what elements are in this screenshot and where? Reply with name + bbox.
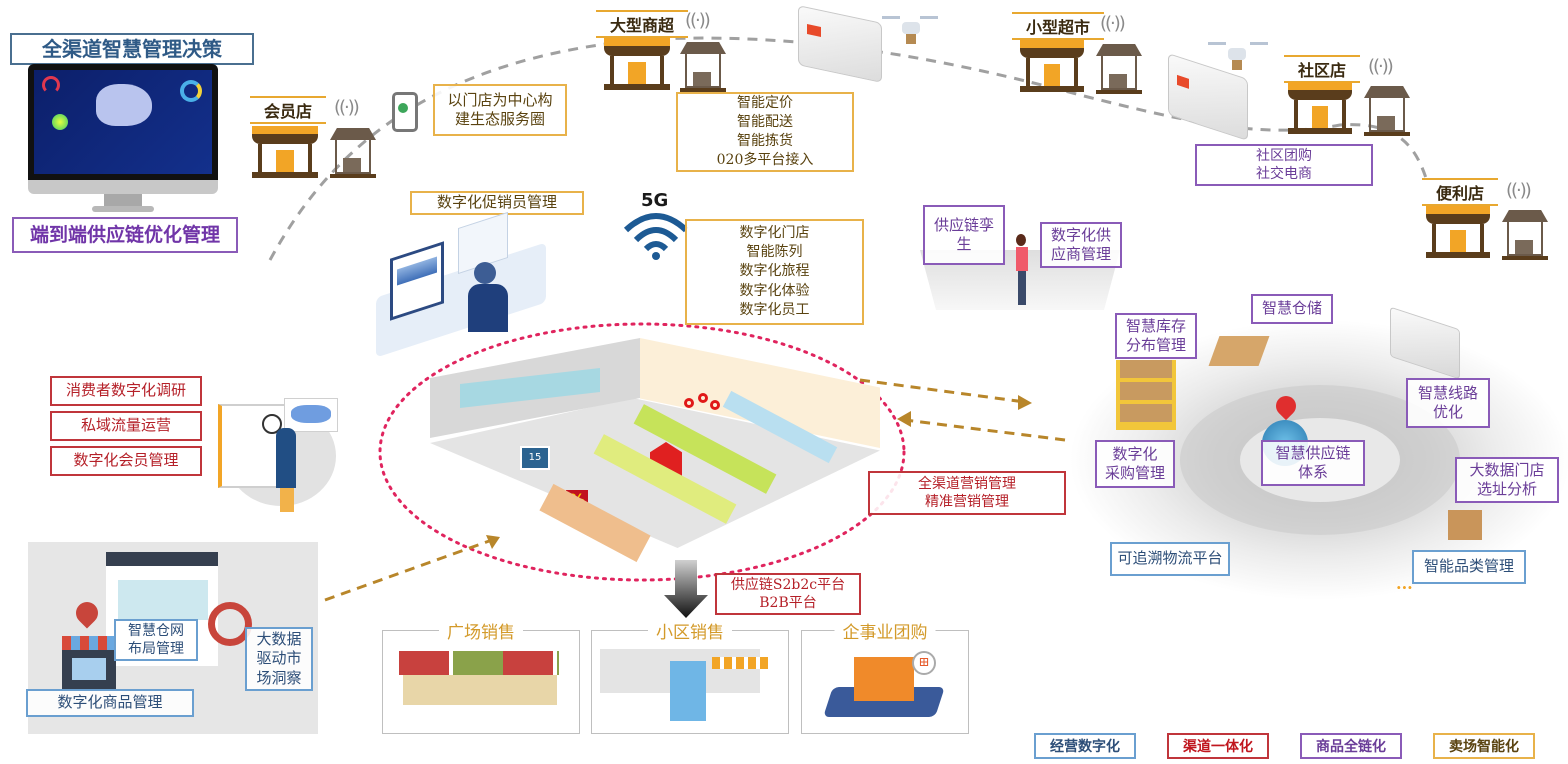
china-map-icon (96, 84, 152, 126)
community-features: 社区团购 社交电商 (1195, 144, 1373, 186)
wireless-signal-icon: ((·)) (1368, 56, 1394, 77)
wireless-signal-icon: ((·)) (1100, 13, 1126, 34)
warehouse-icon (680, 42, 726, 92)
storefront-icon (252, 126, 318, 178)
store-digital-features: 数字化门店 智能陈列 数字化旅程 数字化体验 数字化员工 (685, 219, 864, 325)
store-tag-member: 会员店 (250, 96, 327, 124)
smart-store-illustration: % 15 (430, 338, 880, 573)
sales-channel-title: 企事业团购 (834, 618, 936, 643)
storefront-icon (1426, 206, 1490, 258)
shelf-boxes-illustration (1116, 360, 1176, 430)
store-focus-ellipse (378, 322, 906, 582)
decision-title: 全渠道智慧管理决策 (10, 33, 254, 65)
supply-chain-opt-title: 端到端供应链优化管理 (12, 217, 238, 253)
store-name: 社区店 (1298, 61, 1347, 80)
store-name: 便利店 (1436, 184, 1485, 203)
traceable-logistics-label: 可追溯物流平台 (1110, 542, 1230, 576)
hypermarket-features: 智能定价 智能配送 智能拣货 020多平台接入 (676, 92, 854, 172)
promoter-mgmt-label: 数字化促销员管理 (410, 191, 584, 215)
store-tag-community: 社区店 (1284, 55, 1361, 83)
drone-icon (1206, 34, 1270, 78)
promoter-workstation-illustration (376, 211, 546, 358)
package-box-icon (1448, 510, 1482, 540)
drone-icon (880, 8, 940, 48)
sales-channel-title: 广场销售 (439, 618, 523, 643)
more-ellipsis: ... (1396, 574, 1413, 593)
smart-supply-system-label: 智慧供应链 体系 (1261, 440, 1365, 486)
supplier-mgmt-label: 数字化供 应商管理 (1040, 222, 1122, 268)
store-name: 大型商超 (610, 16, 675, 35)
wireless-signal-icon: ((·)) (685, 10, 711, 31)
warehouse-icon (1096, 44, 1142, 94)
legend-label: 卖场智能化 (1449, 739, 1519, 755)
wireless-signal-icon: ((·)) (1506, 180, 1532, 201)
big-data-insight-label: 大数据 驱动市 场洞察 (245, 627, 313, 691)
shopping-cart-icon: ⊞ (912, 651, 936, 675)
warehouse-layout-label: 智慧仓网 布局管理 (114, 619, 198, 661)
private-traffic-label: 私域流量运营 (50, 411, 202, 441)
storefront-icon (1020, 40, 1084, 92)
consumer-research-label: 消费者数字化调研 (50, 376, 202, 406)
site-selection-label: 大数据门店 选址分析 (1455, 457, 1559, 503)
storefront-icon (604, 38, 670, 90)
location-pin-icon (71, 597, 103, 629)
5g-wifi-icon (623, 213, 689, 260)
person-figure (1016, 234, 1030, 308)
legend-label: 渠道一体化 (1183, 739, 1253, 755)
route-opt-label: 智慧线路 优化 (1406, 378, 1490, 428)
price-screen-icon: 15 (520, 446, 550, 470)
warehouse-icon (1502, 210, 1548, 260)
digital-member-label: 数字化会员管理 (50, 446, 202, 476)
down-arrow-icon (664, 560, 708, 618)
legend-item-products: 商品全链化 (1300, 733, 1402, 759)
warehousing-label: 智慧仓储 (1251, 294, 1333, 324)
legend-label: 经营数字化 (1050, 739, 1120, 755)
procurement-label: 数字化 采购管理 (1095, 440, 1175, 488)
sales-channel-residential: 小区销售 (591, 618, 789, 734)
storefront-icon (1288, 82, 1352, 134)
legend-label: 商品全链化 (1316, 739, 1386, 755)
smartphone-icon (392, 92, 418, 132)
platform-labels: 供应链S2b2c平台 B2B平台 (715, 573, 861, 615)
sales-channel-title: 小区销售 (648, 618, 732, 643)
store-tag-convenience: 便利店 (1422, 178, 1499, 206)
store-tag-minimarket: 小型超市 (1012, 12, 1105, 40)
store-tag-hypermarket: 大型商超 (596, 10, 689, 38)
legend-item-channels: 渠道一体化 (1167, 733, 1269, 759)
sales-channel-plaza: 广场销售 (382, 618, 580, 734)
dashboard-monitor (28, 64, 218, 180)
digital-product-label: 数字化商品管理 (26, 689, 194, 717)
5g-badge: 5G (641, 190, 669, 211)
inventory-label: 智慧库存 分布管理 (1115, 313, 1197, 359)
legend-item-stores: 卖场智能化 (1433, 733, 1535, 759)
legend-item-operations: 经营数字化 (1034, 733, 1136, 759)
store-name: 小型超市 (1026, 18, 1091, 37)
marketing-labels: 全渠道营销管理 精准营销管理 (868, 471, 1066, 515)
warehouse-icon (330, 128, 376, 178)
category-mgmt-label: 智能品类管理 (1412, 550, 1526, 584)
sales-channel-group-buy: 企事业团购 ⊞ (801, 618, 969, 734)
magnifier-icon (208, 602, 252, 646)
store-name: 会员店 (264, 102, 313, 121)
consumer-analytics-illustration (214, 392, 340, 518)
supply-chain-twin-label: 供应链孪 生 (923, 205, 1005, 265)
wireless-signal-icon: ((·)) (334, 97, 360, 118)
warehouse-icon (1364, 86, 1410, 136)
ecosystem-label: 以门店为中心构 建生态服务圈 (433, 84, 567, 136)
